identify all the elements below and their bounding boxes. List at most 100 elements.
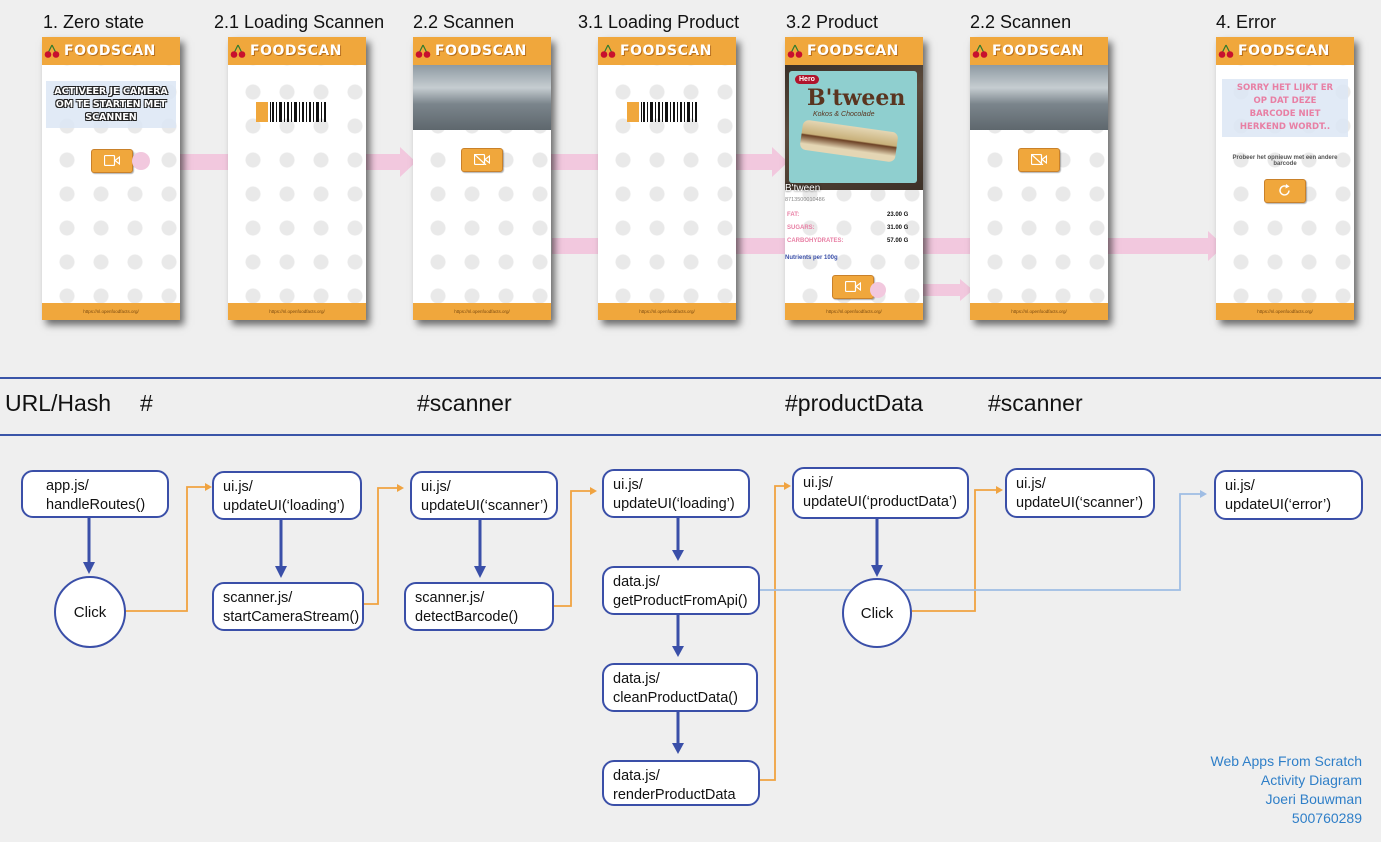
- node-file-label: app.js/: [46, 478, 89, 494]
- phone-zero-state: FOODSCAN ACTIVEER JE CAMERA OM TE STARTE…: [42, 37, 180, 320]
- retry-icon: [1279, 184, 1290, 196]
- node-function-label: cleanProductData(): [613, 690, 738, 706]
- phone-product: Hero B'tween Kokos & Chocolade FOODSCAN …: [785, 37, 923, 320]
- node-file-label: scanner.js/: [223, 590, 293, 606]
- camera-feed: [413, 65, 551, 130]
- nutrient-value-fat: 23.00 G: [887, 212, 909, 218]
- screen-title-error: 4. Error: [1216, 12, 1277, 32]
- retry-button[interactable]: [1264, 179, 1306, 203]
- cherry-icon: [230, 44, 246, 58]
- node-ui-loading-2: ui.js/ updateUI(‘loading’): [602, 469, 750, 518]
- node-function-label: detectBarcode(): [415, 609, 519, 625]
- node-function-label: handleRoutes(): [46, 497, 146, 513]
- node-file-label: data.js/: [613, 671, 660, 687]
- nutrient-value-sugars: 31.00 G: [887, 225, 909, 231]
- cherry-icon: [972, 44, 988, 58]
- barcode-loading-icon: [627, 102, 697, 122]
- app-footer-url[interactable]: https://nl.openfoodfacts.org/: [42, 303, 180, 320]
- app-header: FOODSCAN: [598, 37, 736, 65]
- credits-block: Web Apps From Scratch Activity Diagram J…: [1211, 752, 1362, 828]
- app-footer-url[interactable]: https://nl.openfoodfacts.org/: [970, 303, 1108, 320]
- camera-off-icon: [1031, 154, 1047, 165]
- node-file-label: ui.js/: [421, 479, 451, 495]
- camera-off-button[interactable]: [1018, 148, 1060, 172]
- hash-row-top-divider: [0, 377, 1381, 379]
- node-click-2: Click: [842, 578, 912, 648]
- app-header: FOODSCAN: [970, 37, 1108, 65]
- camera-off-icon: [474, 154, 490, 165]
- brand-logo-text: FOODSCAN: [250, 43, 342, 59]
- node-file-label: ui.js/: [1225, 478, 1255, 494]
- credits-student-number: 500760289: [1291, 810, 1362, 826]
- app-header: FOODSCAN: [228, 37, 366, 65]
- food-pattern-background: [598, 65, 736, 303]
- cherry-icon: [415, 44, 431, 58]
- nutrient-label-sugars: SUGARS:: [787, 225, 815, 231]
- product-box: Hero B'tween Kokos & Chocolade: [789, 71, 917, 183]
- screen-title-loading-product: 3.1 Loading Product: [578, 12, 740, 32]
- error-message: SORRY HET LIJKT ER OP DAT DEZE BARCODE N…: [1222, 79, 1348, 137]
- phone-loading-scannen: FOODSCAN https://nl.openfoodfacts.org/: [228, 37, 366, 320]
- brand-logo-text: FOODSCAN: [1238, 43, 1330, 59]
- node-file-label: ui.js/: [803, 475, 833, 491]
- camera-off-button[interactable]: [461, 148, 503, 172]
- food-pattern-background: [228, 65, 366, 303]
- url-hash-label: URL/Hash: [5, 390, 112, 416]
- screen-title-zero-state: 1. Zero state: [43, 12, 145, 32]
- product-box-subtitle: Kokos & Chocolade: [813, 111, 875, 118]
- app-header: FOODSCAN: [1216, 37, 1354, 65]
- node-ui-product-data: ui.js/ updateUI(‘productData’): [792, 467, 969, 519]
- node-ui-error: ui.js/ updateUI(‘error’): [1214, 470, 1363, 520]
- barcode-loading-icon: [256, 102, 326, 122]
- node-function-label: updateUI(‘error’): [1225, 497, 1332, 513]
- product-name: B'tween: [785, 183, 821, 194]
- app-footer-url[interactable]: https://nl.openfoodfacts.org/: [785, 303, 923, 320]
- camera-icon: [104, 155, 120, 166]
- brand-logo-text: FOODSCAN: [807, 43, 899, 59]
- nutrient-value-carbohydrates: 57.00 G: [887, 238, 909, 244]
- product-barcode: 8713500010486: [785, 197, 825, 203]
- nutrient-label-fat: FAT:: [787, 212, 800, 218]
- brand-logo-text: FOODSCAN: [620, 43, 712, 59]
- error-hint: Probeer het opnieuw met een andere barco…: [1232, 155, 1338, 167]
- node-click-1: Click: [54, 576, 126, 648]
- phone-scannen-2: FOODSCAN https://nl.openfoodfacts.org/: [970, 37, 1108, 320]
- node-scanner-detect-barcode: scanner.js/ detectBarcode(): [404, 582, 554, 631]
- node-data-render-product: data.js/ renderProductData: [602, 760, 760, 806]
- app-footer-url[interactable]: https://nl.openfoodfacts.org/: [598, 303, 736, 320]
- product-box-title: B'tween: [807, 85, 906, 111]
- nutrient-label-carbohydrates: CARBOHYDRATES:: [787, 238, 844, 244]
- cherry-icon: [600, 44, 616, 58]
- brand-logo-text: FOODSCAN: [64, 43, 156, 59]
- activate-camera-message: ACTIVEER JE CAMERA OM TE STARTEN MET SCA…: [46, 81, 176, 128]
- credits-diagram-type: Activity Diagram: [1260, 772, 1362, 788]
- camera-button[interactable]: [832, 275, 874, 299]
- node-scanner-start-camera: scanner.js/ startCameraStream(): [212, 582, 364, 631]
- node-function-label: updateUI(‘productData’): [803, 494, 957, 510]
- phone-scannen: FOODSCAN https://nl.openfoodfacts.org/: [413, 37, 551, 320]
- app-header: FOODSCAN: [413, 37, 551, 65]
- credits-author: Joeri Bouwman: [1265, 791, 1363, 807]
- screen-title-scannen: 2.2 Scannen: [413, 12, 515, 32]
- app-footer-url[interactable]: https://nl.openfoodfacts.org/: [413, 303, 551, 320]
- camera-feed: [970, 65, 1108, 130]
- hash-scanner-2: #scanner: [988, 390, 1083, 416]
- camera-button[interactable]: [91, 149, 133, 173]
- node-app-handle-routes: app.js/ handleRoutes(): [21, 470, 169, 518]
- cherry-icon: [787, 44, 803, 58]
- screen-title-product: 3.2 Product: [786, 12, 879, 32]
- node-data-clean-product: data.js/ cleanProductData(): [602, 663, 758, 712]
- node-function-label: updateUI(‘loading’): [613, 496, 735, 512]
- node-file-label: scanner.js/: [415, 590, 485, 606]
- app-footer-url[interactable]: https://nl.openfoodfacts.org/: [228, 303, 366, 320]
- phone-loading-product: FOODSCAN https://nl.openfoodfacts.org/: [598, 37, 736, 320]
- error-flow-arrowhead: [1200, 490, 1207, 498]
- screen-title-scannen-2: 2.2 Scannen: [970, 12, 1072, 32]
- product-bar-image: [799, 119, 899, 163]
- node-data-get-product: data.js/ getProductFromApi(): [602, 566, 760, 615]
- node-function-label: getProductFromApi(): [613, 593, 748, 609]
- app-footer-url[interactable]: https://nl.openfoodfacts.org/: [1216, 303, 1354, 320]
- screen-title-loading-scannen: 2.1 Loading Scannen: [214, 12, 385, 32]
- node-file-label: ui.js/: [613, 477, 643, 493]
- node-ui-scanner-1: ui.js/ updateUI(‘scanner’): [410, 471, 558, 520]
